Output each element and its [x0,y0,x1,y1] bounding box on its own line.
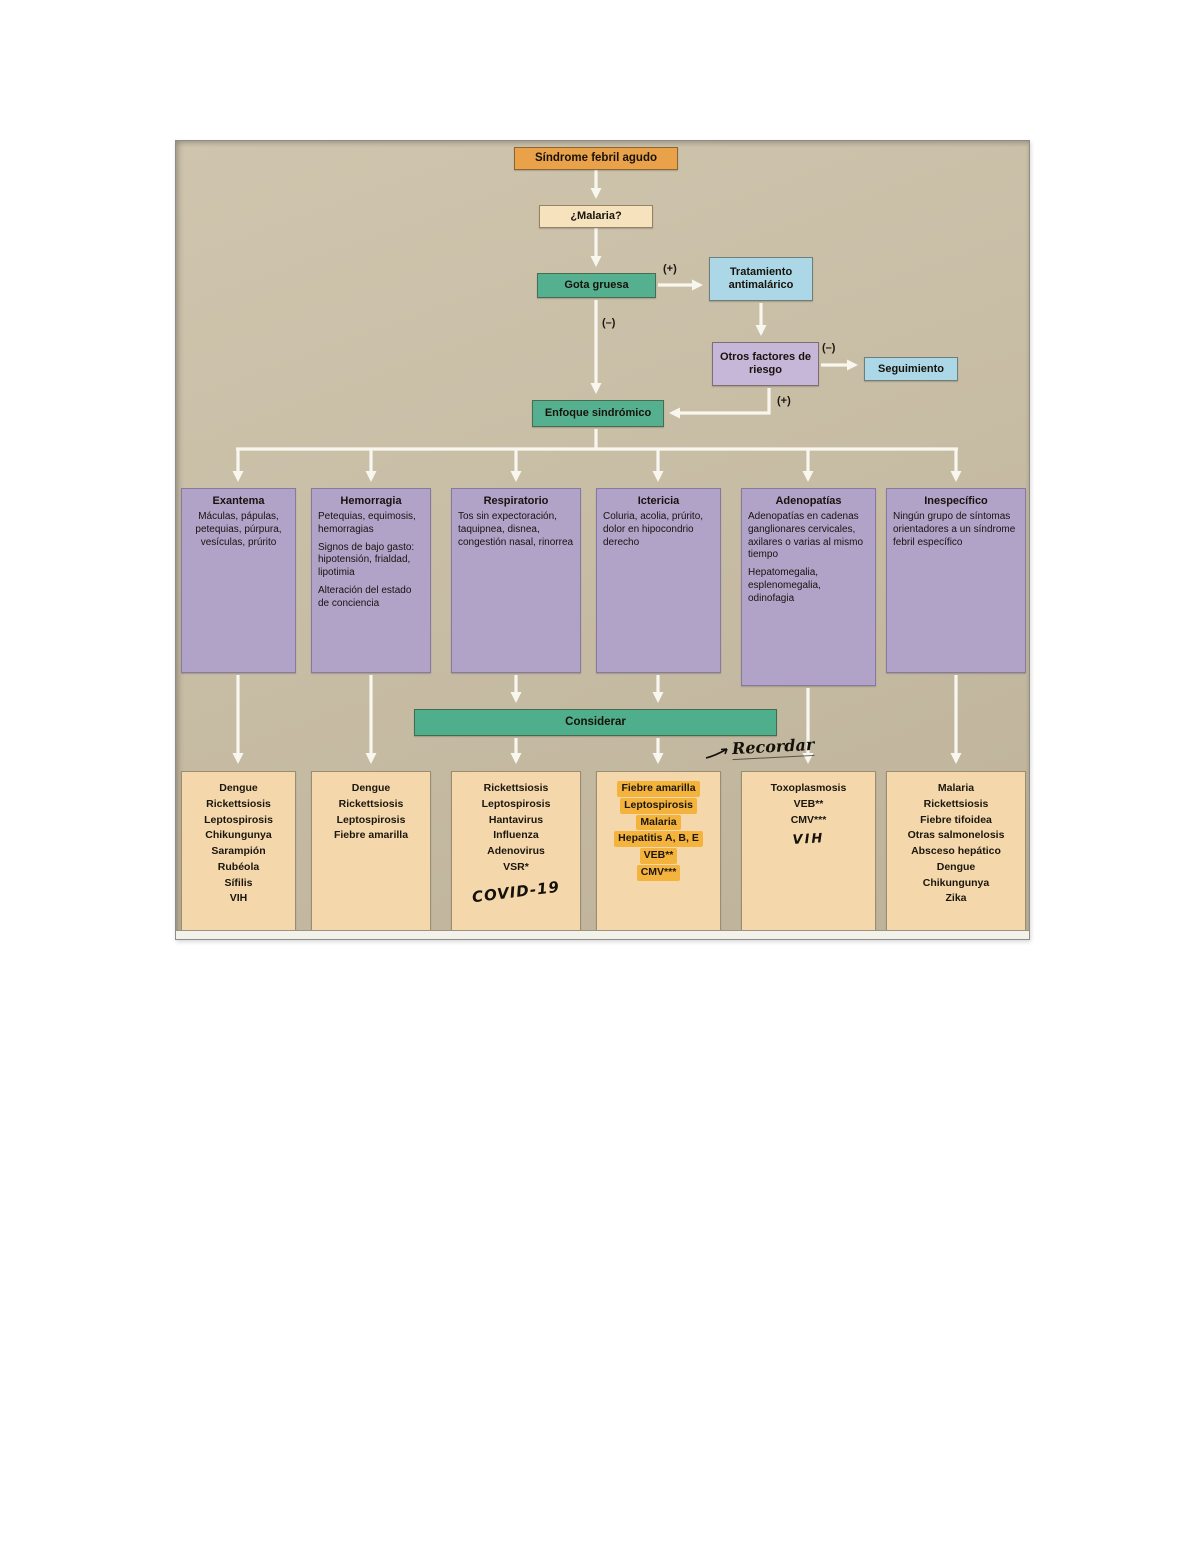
list-item: Signos de bajo gasto: hipotensión, frial… [318,541,415,579]
flowchart-photo: Síndrome febril agudo ¿Malaria? Gota gru… [175,140,1030,940]
list-item: Leptospirosis [204,813,273,826]
list-item: Leptospirosis [620,797,697,814]
list-item: Zika [945,892,967,905]
list-item: Dengue [351,782,391,794]
list-item: Leptospirosis [336,813,406,826]
label-plus-gota: (+) [663,263,677,275]
flow-arrows-layer [232,169,962,764]
list-item: Toxoplasmosis [770,782,847,794]
syndrome-body: Ningún grupo de síntomas orientadores a … [887,511,1025,549]
label-plus-otros: (+) [777,395,791,407]
node-seguimiento: Seguimiento [864,357,958,381]
list-item: VEB** [639,848,678,864]
list-item: Rickettsiosis [483,782,549,794]
list-item: Absceso hepático [911,845,1001,857]
syndrome-title: Adenopatías [775,495,842,507]
node-otros-factores: Otros factores de riesgo [712,342,819,386]
list-item: Dengue [219,782,258,794]
list-item: Malaria [937,782,975,794]
syndrome-body: Tos sin expectoración, taquipnea, disnea… [452,511,580,549]
list-item: Sífilis [224,876,253,889]
list-item: Fiebre amarilla [333,829,409,842]
list-item: Rickettsiosis [923,797,989,810]
list-item: Chikungunya [205,829,272,842]
list-item: Dengue [936,860,976,873]
syndrome-title: Hemorragia [340,495,402,507]
label-minus-otros: (–) [822,342,836,354]
syndrome-title: Exantema [212,495,265,507]
list-item: Coluria, acolia, prúrito, dolor en hipoc… [603,511,704,548]
list-item: COVID-19 [471,877,561,906]
list-item: Rubéola [217,860,260,873]
list-item: Malaria [636,814,681,831]
syndrome-box-respiratorio: Respiratorio Tos sin expectoración, taqu… [451,488,581,673]
list-item: Rickettsiosis [338,797,404,810]
list-item: Rickettsiosis [206,797,271,810]
syndrome-box-inespecifico: Inespecífico Ningún grupo de síntomas or… [886,488,1026,673]
list-item: Adenopatías en cadenas ganglionares cerv… [748,511,864,561]
label-minus-gota: (–) [602,317,616,329]
list-item: VIH [792,831,825,849]
list-item: Hepatomegalia, esplenomegalia, odinofagi… [748,567,821,604]
arrow-otros-to-enfoque [669,388,771,419]
syndrome-box-hemorragia: Hemorragia Petequias, equimosis, hemorra… [311,488,431,673]
syndrome-title: Ictericia [637,495,680,507]
syndrome-box-ictericia: Ictericia Coluria, acolia, prúrito, dolo… [596,488,721,673]
list-item: Fiebre amarilla [617,781,700,797]
node-sindrome-febril-agudo: Síndrome febril agudo [514,147,678,170]
list-item: CMV*** [790,813,827,826]
syndrome-title: Inespecífico [924,495,988,507]
node-gota-gruesa: Gota gruesa [537,273,656,298]
list-item: Alteración del estado de conciencia [318,584,412,609]
list-item: Hepatitis A, B, E [614,831,703,847]
node-tratamiento-antimalarico: Tratamiento antimalárico [709,257,813,301]
list-item: Influenza [493,829,539,842]
syndrome-title: Respiratorio [483,495,549,507]
list-item: Chikungunya [922,876,990,889]
scan-bottom-edge [176,930,1029,939]
syndrome-body: Adenopatías en cadenas ganglionares cerv… [742,511,875,606]
list-item: Sarampión [211,845,266,857]
syndrome-body: Máculas, pápulas, petequias, púrpura, ve… [182,511,295,549]
list-item: Fiebre tifoidea [920,813,992,826]
list-item: Tos sin expectoración, taquipnea, disnea… [458,511,574,548]
syndrome-box-exantema: Exantema Máculas, pápulas, petequias, pú… [181,488,296,673]
hand-arrow-icon [705,748,728,759]
syndrome-box-adenopatias: Adenopatías Adenopatías en cadenas gangl… [741,488,876,686]
list-item: Leptospirosis [481,797,551,810]
list-item: VIH [229,892,248,905]
node-enfoque-sindromico: Enfoque sindrómico [532,400,664,427]
node-considerar: Considerar [414,709,777,736]
list-item: Ningún grupo de síntomas orientadores a … [893,511,1016,548]
node-malaria-question: ¿Malaria? [539,205,653,228]
list-item: VEB** [793,797,824,810]
list-item: CMV*** [636,864,681,881]
list-item: Máculas, pápulas, petequias, púrpura, ve… [195,511,282,548]
list-item: Adenovirus [487,845,545,857]
handwritten-recordar-note: Recordar [731,734,815,761]
list-item: Hantavirus [488,813,544,826]
list-item: Petequias, equimosis, hemorragias [318,511,416,535]
syndrome-body: Coluria, acolia, prúrito, dolor en hipoc… [597,511,720,549]
list-item: VSR* [503,860,529,873]
list-item: Otras salmonelosis [907,829,1005,842]
